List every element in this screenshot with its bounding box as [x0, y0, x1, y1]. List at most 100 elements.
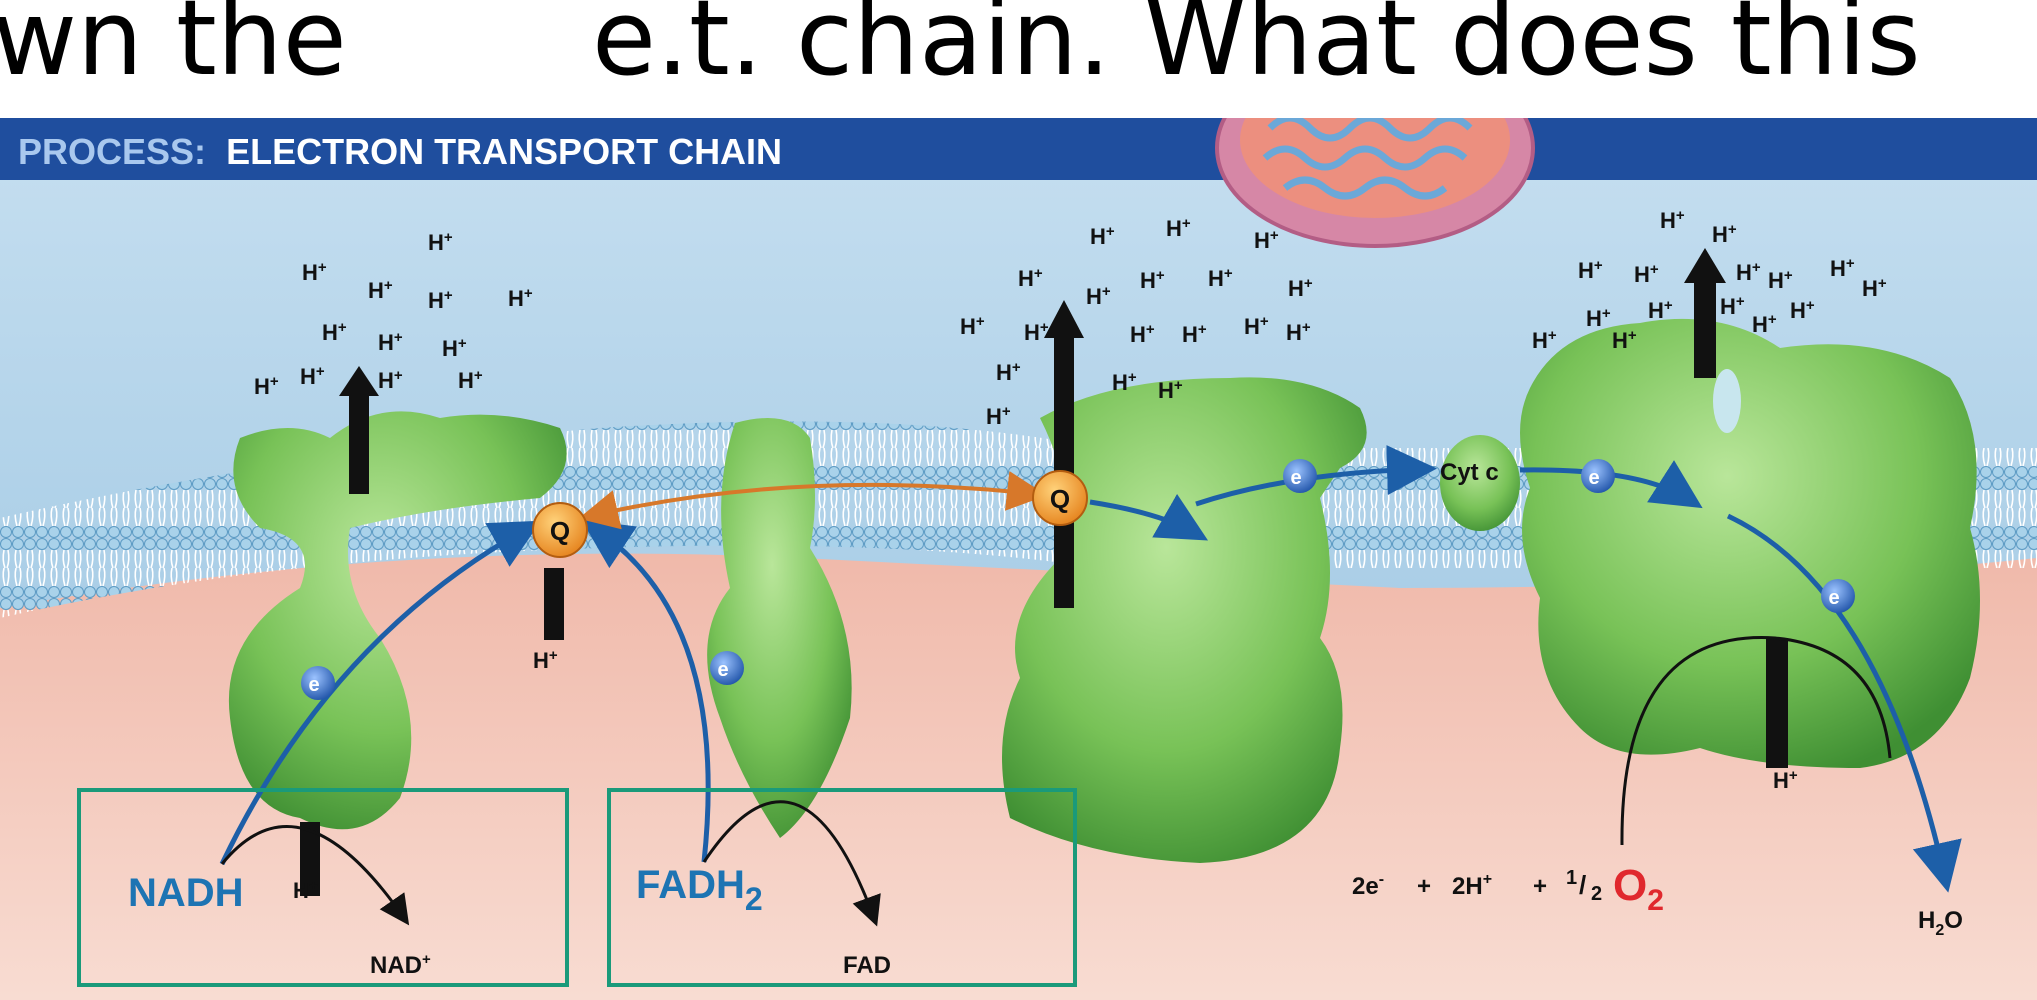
o2-reaction-arrow [1620, 636, 1892, 846]
hplus-label: H+ [1578, 257, 1603, 283]
hplus-label: H+ [1090, 223, 1115, 249]
water-label: H2O [1918, 907, 1963, 939]
fadh2-sub: 2 [745, 881, 763, 917]
q-proton-bar [544, 568, 564, 640]
hplus-label: H+ [1532, 327, 1557, 353]
slide-caption: wn the e.t. chain. What does this [0, 0, 2037, 98]
eq-h: 2H [1452, 873, 1483, 900]
hplus-label: H+ [1286, 319, 1311, 345]
water-sub: 2 [1935, 922, 1944, 939]
hplus-label: H+ [1862, 275, 1887, 301]
hplus-label: H+ [1182, 321, 1207, 347]
hplus-label: H+ [378, 329, 403, 355]
hplus-label: H+ [1086, 283, 1111, 309]
o2-proton-bar [1766, 638, 1788, 768]
hplus-label: H+ [1208, 265, 1233, 291]
title-bar-text: PROCESS: ELECTRON TRANSPORT CHAIN [18, 131, 782, 172]
hplus-label: H+ [1712, 221, 1737, 247]
proton-pump-arrows [300, 248, 1788, 896]
electron-4: e [1581, 459, 1615, 493]
complex-iv [1520, 318, 1980, 768]
hplus-label: H+ [1112, 369, 1137, 395]
eq-frac-den: 2 [1591, 883, 1602, 905]
hplus-label: H+ [322, 319, 347, 345]
hplus-label: H+ [1830, 255, 1855, 281]
electron-label: e [717, 659, 728, 681]
eq-e-sup: - [1379, 871, 1384, 888]
hplus-label: H+ [428, 229, 453, 255]
title-bar [0, 118, 2037, 180]
q-to-complex-iii-path [1089, 493, 1209, 541]
hplus-label: H+ [300, 363, 325, 389]
hplus-label: H+ [1586, 305, 1611, 331]
nadh-electron-path [219, 520, 542, 866]
eq-plus-2: + [1533, 873, 1547, 900]
hplus-label: H+ [458, 367, 483, 393]
hplus-label: H+ [1254, 227, 1279, 253]
fad-label: FAD [843, 952, 891, 979]
hplus-label: H+ [1018, 265, 1043, 291]
hplus-label: H+ [1612, 327, 1637, 353]
pump-arrow-4 [1694, 273, 1716, 378]
nad-sup: + [422, 951, 431, 968]
electron-label: e [308, 674, 319, 696]
eq-frac-slash: / [1579, 870, 1586, 900]
q-label-1: Q [550, 516, 570, 546]
eq-frac-num: 1 [1566, 867, 1577, 889]
oxygen-equation: 2e- + 2H+ + 1 / 2 O2 [1352, 861, 1664, 917]
hplus-label: H+ [1244, 313, 1269, 339]
hplus-label: H+ [1158, 377, 1183, 403]
hplus-label: H+ [1720, 293, 1745, 319]
water-h: H [1918, 907, 1935, 934]
hplus-label: H+ [1752, 311, 1777, 337]
nad-text: NAD [370, 952, 422, 979]
o-text: O [1613, 861, 1647, 910]
hplus-label: H+ [254, 373, 279, 399]
hplus-label: H+ [1166, 215, 1191, 241]
etc-figure: PROCESS: ELECTRON TRANSPORT CHAIN Q [0, 118, 2037, 1000]
hplus-label: H+ [1634, 261, 1659, 287]
title-process: PROCESS: [18, 131, 206, 172]
hplus-label: H+ [1140, 267, 1165, 293]
hplus-label: H+ [378, 367, 403, 393]
q-shuttle-arrow [578, 471, 1047, 530]
to-oxygen-path [1726, 513, 1962, 893]
hplus-label: H+ [1736, 259, 1761, 285]
equation-electrons: 2e- [1352, 871, 1384, 900]
hplus-label: H+ [508, 285, 533, 311]
oxygen-label: O2 [1613, 861, 1664, 917]
hplus-label: H+ [1768, 267, 1793, 293]
hplus-label: H+ [1660, 207, 1685, 233]
hplus-label: H+ [1130, 321, 1155, 347]
hplus-label: H+ [293, 877, 318, 903]
water-o: O [1944, 907, 1963, 934]
complex-i [228, 411, 567, 830]
proton-labels: H+H+H+H+H+H+H+H+H+H+H+H+H+H+H+H+H+H+H+H+… [254, 207, 1887, 903]
equation-protons: 2H+ [1452, 871, 1492, 900]
eq-plus-1: + [1417, 873, 1431, 900]
cytc-to-complex-iv-path [1519, 460, 1703, 509]
hplus-label: H+ [533, 647, 558, 673]
complex-iii [1002, 377, 1367, 863]
nadh-proton-bar [300, 822, 320, 896]
etc-diagram: PROCESS: ELECTRON TRANSPORT CHAIN Q [0, 118, 2037, 1000]
pump-arrow-3 [1054, 328, 1074, 608]
ubiquinone-q-2: Q [1032, 470, 1088, 526]
mitochondrion-icon [1215, 118, 1535, 248]
electron-3: e [1283, 459, 1317, 493]
q-label-2: Q [1050, 484, 1070, 514]
electron-5: e [1821, 579, 1855, 613]
eq-h-sup: + [1483, 871, 1492, 888]
eq-e: 2e [1352, 873, 1379, 900]
electron-label: e [1588, 467, 1599, 489]
electron-2: e [710, 651, 744, 685]
hplus-label: H+ [368, 277, 393, 303]
hplus-label: H+ [996, 359, 1021, 385]
hplus-label: H+ [986, 403, 1011, 429]
complex-iv-pore [1713, 369, 1741, 433]
hplus-label: H+ [1790, 297, 1815, 323]
hplus-label: H+ [1773, 767, 1798, 793]
electron-1: e [301, 666, 335, 700]
nadh-box [77, 788, 569, 987]
hplus-label: H+ [960, 313, 985, 339]
